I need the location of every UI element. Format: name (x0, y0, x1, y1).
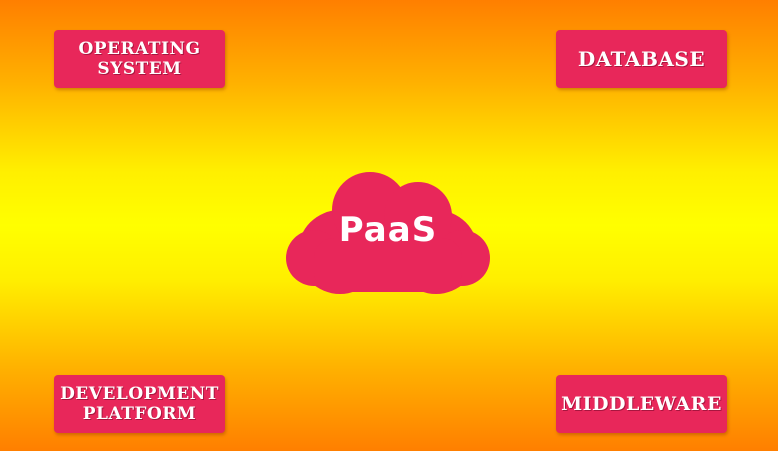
development-platform-label: DEVELOPMENT PLATFORM (60, 383, 219, 424)
paas-cloud: PaaS (282, 158, 494, 294)
database-box: DATABASE (556, 30, 727, 88)
middleware-box: MIDDLEWARE (556, 375, 727, 433)
operating-system-label: OPERATING SYSTEM (78, 38, 201, 79)
paas-label: PaaS (338, 210, 438, 250)
operating-system-box: OPERATING SYSTEM (54, 30, 225, 88)
database-label: DATABASE (577, 47, 706, 71)
middleware-label: MIDDLEWARE (561, 392, 722, 415)
cloud-icon (286, 172, 490, 294)
development-platform-box: DEVELOPMENT PLATFORM (54, 375, 225, 433)
